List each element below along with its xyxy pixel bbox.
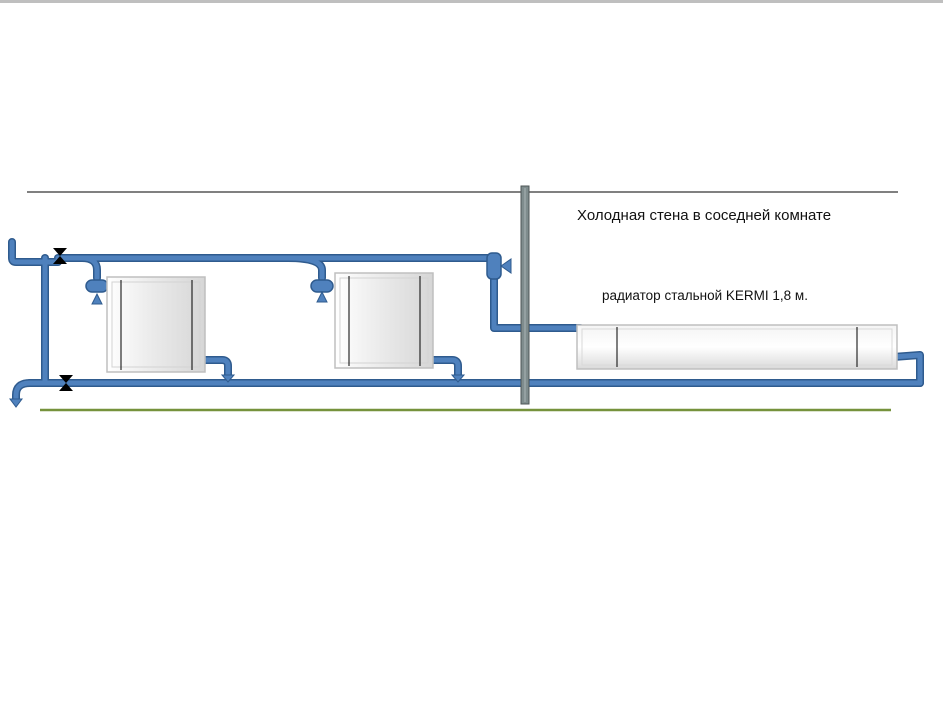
cold-wall-label: Холодная стена в соседней комнате (577, 207, 832, 224)
ball-valves (53, 248, 73, 391)
interior-wall (520, 185, 530, 405)
radiator-label: радиатор стальной KERMI 1,8 м. (602, 288, 808, 303)
ball-valve-icon (59, 375, 73, 391)
pipe-network (8, 238, 924, 404)
window-top-border (0, 0, 943, 3)
ball-valve-icon (53, 248, 67, 264)
radiator-supply-pipe (490, 266, 584, 332)
flow-arrow-icon (9, 398, 23, 408)
thermostatic-valve-left (85, 279, 109, 305)
supply-inlet-pipe (8, 238, 62, 266)
thermostatic-valve-middle (310, 279, 334, 303)
radiator-icon (576, 324, 898, 370)
radiator-icon (334, 272, 434, 369)
flow-arrow-icon (220, 374, 236, 383)
radiator-icon (106, 276, 206, 373)
radiator-kermi (576, 324, 898, 370)
flow-arrows (9, 374, 466, 408)
radiator-left (106, 276, 206, 373)
radiator-middle (334, 272, 434, 369)
thermostatic-valve-icon (85, 279, 109, 293)
thermostatic-valve-icon (310, 279, 334, 293)
three-way-fitting (486, 252, 512, 280)
flow-arrow-icon (450, 374, 466, 383)
